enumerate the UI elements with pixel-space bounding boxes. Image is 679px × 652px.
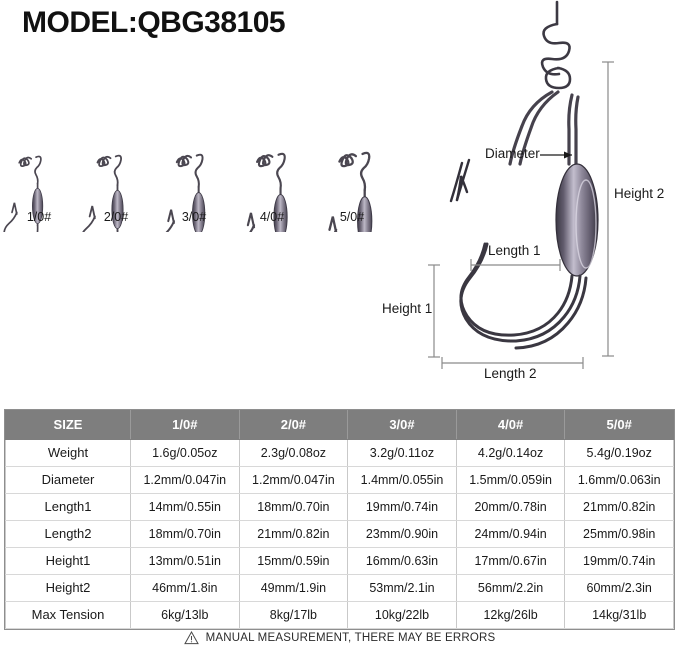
- cell-length1-3: 19mm/0.74in: [347, 493, 457, 521]
- spec-table: SIZE 1/0# 2/0# 3/0# 4/0# 5/0# Weight 1.6…: [5, 410, 674, 629]
- cell-height2-1: 46mm/1.8in: [130, 574, 240, 602]
- cell-weight-1: 1.6g/0.05oz: [130, 439, 240, 467]
- cell-max-tension-5: 14kg/31lb: [564, 601, 674, 629]
- weight-bead: [555, 163, 599, 277]
- table-header-col-4: 4/0#: [455, 410, 566, 440]
- hook-size-row: 1/0# 2/0# 3/0# 4/0# 5/0#: [0, 62, 420, 285]
- row-label-weight: Weight: [5, 439, 131, 467]
- page-title: MODEL:QBG38105: [22, 6, 286, 39]
- hook-size-label-1: 1/0#: [26, 210, 52, 224]
- table-row: Weight 1.6g/0.05oz 2.3g/0.08oz 3.2g/0.11…: [5, 439, 674, 467]
- cell-diameter-1: 1.2mm/0.047in: [130, 466, 240, 494]
- cell-height1-1: 13mm/0.51in: [130, 547, 240, 575]
- hook-size-label-5: 5/0#: [339, 210, 365, 224]
- cell-diameter-4: 1.5mm/0.059in: [455, 466, 566, 494]
- table-header-size: SIZE: [5, 410, 131, 440]
- cell-length2-2: 21mm/0.82in: [238, 520, 349, 548]
- cell-length1-1: 14mm/0.55in: [130, 493, 240, 521]
- table-row: Max Tension 6kg/13lb 8kg/17lb 10kg/22lb …: [5, 601, 674, 629]
- length2-dimension-line: [441, 357, 584, 369]
- diameter-callout-arrow: [540, 151, 572, 159]
- cell-max-tension-2: 8kg/17lb: [238, 601, 349, 629]
- height1-dimension-line: [428, 264, 440, 358]
- cell-max-tension-1: 6kg/13lb: [130, 601, 240, 629]
- disclaimer-text: MANUAL MEASUREMENT, THERE MAY BE ERRORS: [205, 632, 496, 644]
- height2-dimension-line: [602, 61, 614, 357]
- spec-table-wrapper: SIZE 1/0# 2/0# 3/0# 4/0# 5/0# Weight 1.6…: [4, 409, 675, 630]
- annotation-height1: Height 1: [382, 301, 433, 316]
- hook-size-label-3: 3/0#: [181, 210, 207, 224]
- cell-length2-1: 18mm/0.70in: [130, 520, 240, 548]
- row-label-max-tension: Max Tension: [5, 601, 131, 629]
- table-header-row: SIZE 1/0# 2/0# 3/0# 4/0# 5/0#: [5, 410, 674, 440]
- row-label-height1: Height1: [5, 547, 131, 575]
- cell-diameter-5: 1.6mm/0.063in: [564, 466, 674, 494]
- cell-height2-4: 56mm/2.2in: [455, 574, 566, 602]
- table-header-col-5: 5/0#: [564, 410, 674, 440]
- cell-weight-4: 4.2g/0.14oz: [455, 439, 566, 467]
- table-header-col-1: 1/0#: [130, 410, 240, 440]
- hook-lineup-illustration: [3, 151, 373, 285]
- hook-detail-illustration: [428, 0, 614, 369]
- table-row: Diameter 1.2mm/0.047in 1.2mm/0.047in 1.4…: [5, 466, 674, 494]
- hook-size-label-2: 2/0#: [103, 210, 129, 224]
- cell-height1-5: 19mm/0.74in: [564, 547, 674, 575]
- cell-max-tension-3: 10kg/22lb: [347, 601, 457, 629]
- table-row: Length2 18mm/0.70in 21mm/0.82in 23mm/0.9…: [5, 520, 674, 548]
- cell-weight-3: 3.2g/0.11oz: [347, 439, 457, 467]
- hook-bend: [459, 242, 588, 350]
- cell-height2-5: 60mm/2.3in: [564, 574, 674, 602]
- cell-length2-3: 23mm/0.90in: [347, 520, 457, 548]
- hook-shank: [508, 90, 580, 166]
- cell-length2-5: 25mm/0.98in: [564, 520, 674, 548]
- cell-weight-2: 2.3g/0.08oz: [238, 439, 349, 467]
- cell-length1-2: 18mm/0.70in: [238, 493, 349, 521]
- cell-height1-4: 17mm/0.67in: [455, 547, 566, 575]
- row-label-height2: Height2: [5, 574, 131, 602]
- cell-length1-5: 21mm/0.82in: [564, 493, 674, 521]
- cell-diameter-3: 1.4mm/0.055in: [347, 466, 457, 494]
- annotated-hook-diagram: Diameter Height 2 Length 1 Height 1 Leng…: [382, 0, 679, 400]
- hook-point-barb: [449, 158, 471, 203]
- annotation-length2: Length 2: [484, 366, 537, 381]
- table-header-col-2: 2/0#: [238, 410, 349, 440]
- table-row: Height1 13mm/0.51in 15mm/0.59in 16mm/0.6…: [5, 547, 674, 575]
- cell-length2-4: 24mm/0.94in: [455, 520, 566, 548]
- annotation-diameter: Diameter: [485, 146, 540, 161]
- annotation-length1: Length 1: [488, 243, 541, 258]
- measurement-disclaimer: MANUAL MEASUREMENT, THERE MAY BE ERRORS: [0, 631, 679, 645]
- cell-height1-3: 16mm/0.63in: [347, 547, 457, 575]
- table-row: Height2 46mm/1.8in 49mm/1.9in 53mm/2.1in…: [5, 574, 674, 602]
- cell-length1-4: 20mm/0.78in: [455, 493, 566, 521]
- bead-highlight: [575, 179, 597, 269]
- cell-max-tension-4: 12kg/26lb: [455, 601, 566, 629]
- hook-size-label-4: 4/0#: [259, 210, 285, 224]
- table-header-col-3: 3/0#: [347, 410, 457, 440]
- warning-triangle-icon: [183, 631, 199, 645]
- table-row: Length1 14mm/0.55in 18mm/0.70in 19mm/0.7…: [5, 493, 674, 521]
- cell-height1-2: 15mm/0.59in: [238, 547, 349, 575]
- cell-weight-5: 5.4g/0.19oz: [564, 439, 674, 467]
- row-label-length1: Length1: [5, 493, 131, 521]
- row-label-length2: Length2: [5, 520, 131, 548]
- annotation-height2: Height 2: [614, 186, 665, 201]
- length1-dimension-line: [470, 259, 561, 271]
- corkscrew-spring: [540, 0, 572, 90]
- cell-diameter-2: 1.2mm/0.047in: [238, 466, 349, 494]
- cell-height2-3: 53mm/2.1in: [347, 574, 457, 602]
- row-label-diameter: Diameter: [5, 466, 131, 494]
- cell-height2-2: 49mm/1.9in: [238, 574, 349, 602]
